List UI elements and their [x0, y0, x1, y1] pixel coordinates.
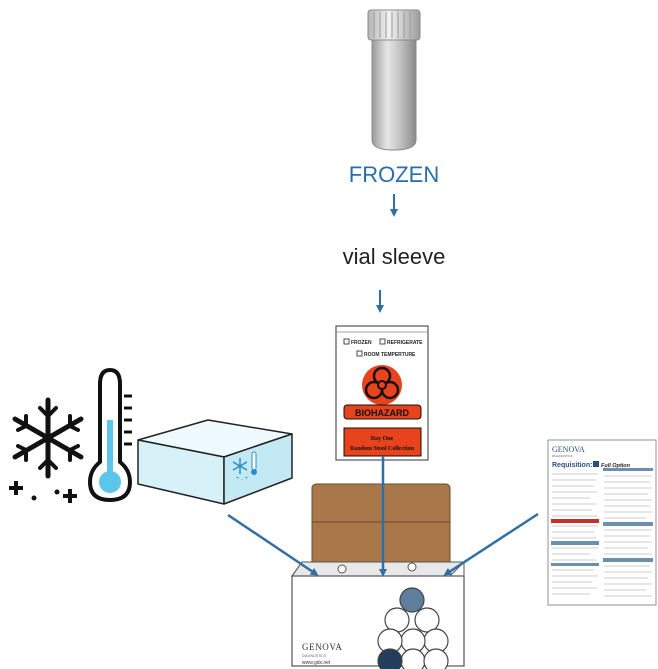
shipping-box-icon: GENOVA DIAGNOSTICS www.gdx.net — [291, 483, 466, 669]
form-lines — [552, 473, 652, 597]
biohazard-bag: FROZEN REFRIGERATE ROOM TEMPERTURE BIOHA… — [335, 325, 429, 461]
frozen-label: FROZEN — [349, 162, 439, 187]
vial-sleeve-label: vial sleeve — [343, 244, 446, 269]
requisition-form-icon: GENOVA DIAGNOSTICS Requisition: Full Opt… — [547, 439, 657, 606]
bag-footer-line2: Random Stool Collection — [350, 446, 415, 452]
svg-text:+ . +: + . + — [236, 476, 249, 482]
snow-dots — [9, 481, 77, 503]
box-brand: GENOVA — [302, 642, 342, 652]
box-url: www.gdx.net — [302, 660, 331, 666]
form-brand: GENOVA — [552, 445, 585, 454]
frozen-checkbox — [343, 338, 350, 345]
box-brand-sub: DIAGNOSTICS — [302, 654, 327, 658]
room-temp-checkbox — [356, 350, 363, 357]
vial-icon — [367, 9, 421, 151]
bag-refrigerate-label: REFRIGERATE — [387, 340, 423, 346]
form-option: Full Option — [601, 463, 631, 469]
cooler-box-icon: + . + — [137, 419, 293, 505]
bag-room-temp-label: ROOM TEMPERTURE — [364, 352, 416, 358]
form-brand-sub: DIAGNOSTICS — [552, 454, 573, 458]
refrigerate-checkbox — [379, 338, 386, 345]
snowflake-icon — [12, 397, 84, 479]
bag-footer-line1: Day One — [371, 436, 394, 442]
thermometer-icon — [87, 367, 133, 503]
box-circle-pattern — [377, 587, 449, 669]
bag-frozen-label: FROZEN — [351, 340, 372, 346]
biohazard-text: BIOHAZARD — [355, 408, 409, 418]
form-title: Requisition: — [552, 462, 592, 469]
arrow-cooler-to-box — [227, 513, 319, 576]
arrow-form-to-box — [443, 512, 539, 576]
biohazard-icon — [362, 365, 402, 405]
